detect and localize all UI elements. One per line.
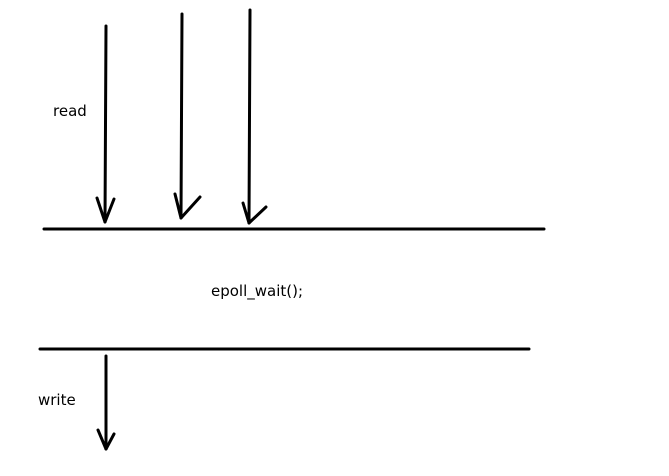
read-label: read	[53, 102, 87, 120]
write-arrow	[96, 354, 116, 451]
write-label: write	[38, 391, 76, 409]
read-arrow-1	[95, 24, 116, 224]
read-arrow-2	[173, 12, 202, 220]
read-arrow-3	[241, 8, 268, 225]
epoll-wait-label: epoll_wait();	[211, 282, 304, 300]
